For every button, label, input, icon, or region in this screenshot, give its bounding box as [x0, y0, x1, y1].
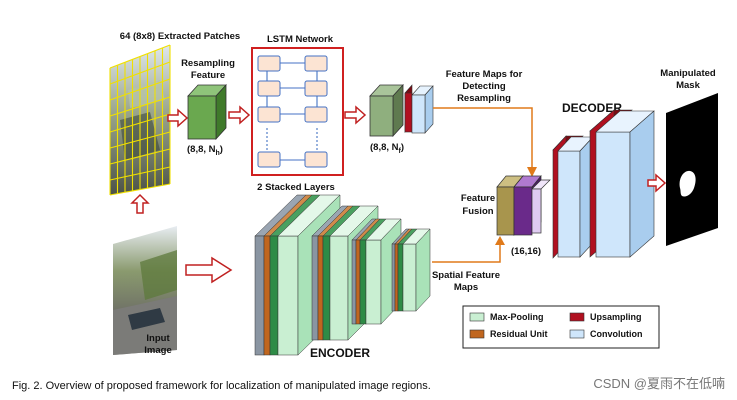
patches-title: 64 (8x8) Extracted Patches [120, 31, 240, 42]
feature-fusion-label-2: Fusion [462, 206, 493, 217]
dims-nf: (8,8, Nf) [370, 142, 404, 155]
orange-arrow-top [433, 107, 533, 168]
legend-upsampling: Upsampling [590, 312, 642, 322]
orange-arrowhead-top [527, 167, 537, 177]
legend-swatch-convolution [569, 329, 585, 339]
arrow-to-lstm [228, 105, 251, 125]
feature-maps-label-2: Detecting [462, 81, 505, 92]
fusion-dims: (16,16) [511, 246, 541, 257]
nf-feature-cube [369, 83, 404, 138]
orange-arrow-bottom [432, 244, 501, 263]
input-label-1: Input [146, 333, 170, 344]
watermark: CSDN @夏雨不在低喃 [593, 376, 725, 391]
dims-nh: (8,8, Nh) [187, 144, 223, 157]
feature-fusion-label-1: Feature [461, 193, 495, 204]
stacked-layers-label: 2 Stacked Layers [257, 182, 335, 193]
legend: Max-Pooling Residual Unit Upsampling Con… [462, 305, 660, 349]
nf-upsample-conv-stack [404, 84, 434, 134]
decoder-label: DECODER [562, 101, 622, 115]
feature-maps-label-3: Resampling [457, 93, 511, 104]
legend-swatch-upsampling [569, 312, 585, 322]
decoder-block-2 [589, 109, 655, 258]
arrow-input-to-encoder [185, 256, 233, 284]
lstm-title: LSTM Network [267, 34, 334, 45]
patch-grid [109, 44, 171, 196]
feature-maps-label-1: Feature Maps for [446, 69, 523, 80]
legend-swatch-residual-unit [469, 329, 485, 339]
resampling-feature-cube [187, 83, 227, 141]
legend-swatch-max-pooling [469, 312, 485, 322]
spatial-label-1: Spatial Feature [432, 270, 500, 281]
input-label-2: Image [144, 345, 171, 356]
arrow-to-mask [647, 173, 667, 193]
resampling-feature-label-2: Feature [191, 70, 225, 81]
decoder-block-1 [552, 135, 594, 259]
mask-label-2: Mask [676, 80, 700, 91]
orange-arrowhead-bottom [495, 236, 505, 245]
resampling-feature-label-1: Resampling [181, 58, 235, 69]
up-arrow [130, 193, 150, 214]
fusion-block [496, 175, 551, 236]
arrow-patches-to-resampling [167, 108, 189, 128]
legend-convolution: Convolution [590, 329, 643, 339]
encoder-label: ENCODER [310, 346, 370, 360]
manipulated-mask-image [666, 93, 718, 246]
legend-residual-unit: Residual Unit [490, 329, 548, 339]
mask-label-1: Manipulated [660, 68, 716, 79]
legend-max-pooling: Max-Pooling [490, 312, 544, 322]
encoder-block-4 [391, 228, 431, 312]
arrow-lstm-to-cube [344, 105, 367, 125]
figure-caption: Fig. 2. Overview of proposed framework f… [12, 380, 431, 392]
spatial-label-2: Maps [454, 282, 478, 293]
input-image [113, 226, 177, 355]
lstm-cells [257, 55, 328, 168]
